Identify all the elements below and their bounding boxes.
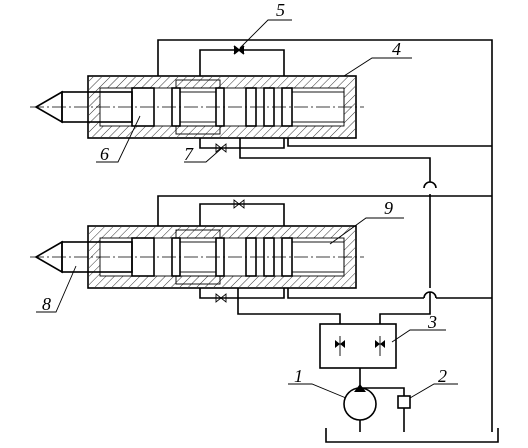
callout-6: 6 xyxy=(100,144,109,164)
lower-housing-wall-hatch xyxy=(89,227,355,287)
callout-5: 5 xyxy=(276,0,285,20)
throttle-lower-bottom xyxy=(215,293,227,303)
filter-line xyxy=(360,387,405,396)
leader-1 xyxy=(288,383,347,399)
hydraulic-lines xyxy=(157,39,493,432)
valve-a-symbol xyxy=(335,340,345,348)
lower-seal-bottom xyxy=(175,275,221,285)
callout-7: 7 xyxy=(184,144,194,164)
filter-2 xyxy=(397,395,411,409)
callouts: 5 4 6 7 9 8 3 1 2 xyxy=(42,0,447,386)
throttles xyxy=(215,45,245,303)
upper-back-port-line xyxy=(287,138,492,147)
leader-lines xyxy=(36,19,458,399)
throttle-5-fill xyxy=(234,46,244,54)
pump-group xyxy=(325,368,499,443)
callout-8: 8 xyxy=(42,294,51,314)
upper-throttle-line-7 xyxy=(199,138,285,149)
line-crossover-upper xyxy=(423,181,437,189)
upper-seal-bottom xyxy=(175,125,221,135)
callout-4: 4 xyxy=(392,39,401,59)
leader-4 xyxy=(343,57,412,77)
lower-throttle-line-bottom xyxy=(199,288,285,299)
lower-throttle-line xyxy=(199,203,285,226)
pump-1 xyxy=(343,387,377,421)
tank xyxy=(325,428,499,443)
callout-3: 3 xyxy=(427,312,437,332)
leader-7 xyxy=(184,147,223,163)
callout-2: 2 xyxy=(438,366,447,386)
valve-block-3 xyxy=(319,323,397,369)
leader-5 xyxy=(239,19,292,49)
upper-throttle-line xyxy=(199,49,285,76)
upper-cylinder xyxy=(30,75,364,139)
upper-port-line xyxy=(239,138,431,182)
lower-top-line xyxy=(157,195,492,226)
lower-seal-top xyxy=(175,229,221,239)
leader-6 xyxy=(96,115,141,163)
callout-9: 9 xyxy=(384,198,393,218)
valve-block-body xyxy=(319,323,397,369)
main-return-line xyxy=(157,39,493,432)
upper-seal-top xyxy=(175,79,221,89)
leader-8 xyxy=(36,265,77,313)
block-feed-line xyxy=(379,292,431,324)
throttle-7-fill xyxy=(215,143,227,153)
leader-3 xyxy=(391,329,446,343)
callout-1: 1 xyxy=(294,366,303,386)
leader-2 xyxy=(409,383,458,399)
lower-cylinder xyxy=(30,225,364,289)
lower-port-line xyxy=(237,288,341,324)
valve-b-symbol xyxy=(375,340,385,348)
lower-back-port-line xyxy=(287,288,424,299)
upper-housing-wall-hatch xyxy=(89,77,355,137)
leader-9 xyxy=(329,217,404,245)
throttle-lower-top xyxy=(233,199,245,209)
